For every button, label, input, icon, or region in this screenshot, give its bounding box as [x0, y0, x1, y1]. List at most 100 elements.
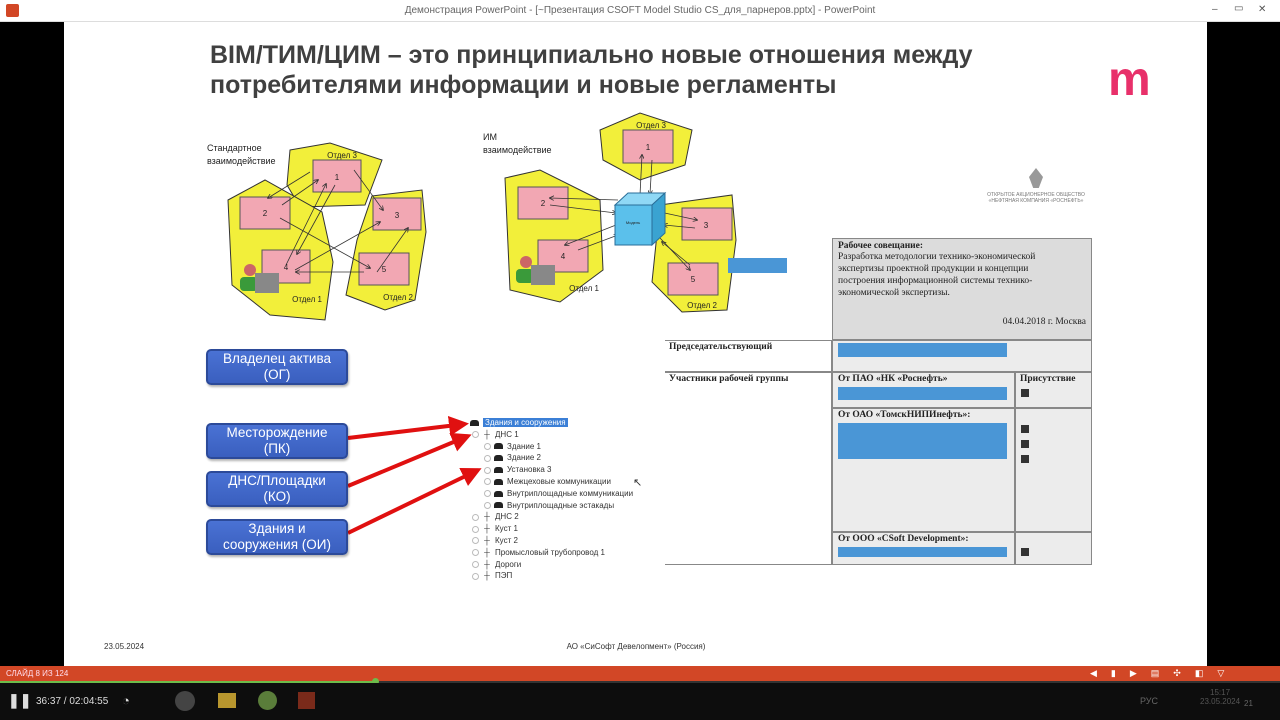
minimize-button[interactable]: – [1212, 4, 1218, 15]
tree-label: Промысловый трубопровод 1 [495, 547, 605, 557]
company-name: ОТКРЫТОЕ АКЦИОНЕРНОЕ ОБЩЕСТВО [987, 192, 1085, 198]
box-text: (ПК) [263, 441, 291, 456]
presence-cell [1015, 532, 1092, 565]
node-icon: ┼ [484, 524, 490, 534]
tree-item[interactable]: Установка 3 [466, 464, 646, 476]
browser-icon[interactable] [175, 691, 195, 711]
title-line-1: BIM/ТИМ/ЦИМ – это принципиально новые от… [210, 41, 973, 69]
chair-label: Председательствующий [669, 342, 773, 352]
box-label: 3 [704, 221, 709, 230]
participant-cell: От ПАО «НК «Роснефть» [832, 372, 1015, 408]
chrome-icon[interactable] [258, 691, 277, 710]
participant-cell: От ООО «CSoft Development»: [832, 532, 1015, 565]
expand-icon[interactable] [484, 466, 491, 474]
dept-label: Отдел 2 [687, 301, 717, 310]
expand-icon[interactable] [472, 560, 479, 568]
collapse-icon[interactable] [472, 431, 479, 439]
meeting-document: Рабочее совещание: Разработка методологи… [665, 238, 1092, 565]
cube-label: Модель [626, 220, 640, 225]
building-icon [494, 443, 503, 450]
restore-button[interactable]: ▭ [1234, 3, 1244, 14]
box-label: 1 [335, 173, 340, 182]
box-label: 2 [263, 209, 268, 218]
field-box: Месторождение(ПК) [206, 423, 348, 459]
box-text: Здания и [248, 521, 306, 536]
tray-language[interactable]: РУС [1140, 696, 1159, 706]
tree-item[interactable]: ┼Куст 1 [466, 523, 646, 535]
expand-icon[interactable] [484, 490, 491, 498]
tree-label: ПЭП [495, 571, 513, 581]
tree-label: ДНС 1 [495, 429, 519, 439]
box-label: 2 [541, 199, 546, 208]
redacted-bar [838, 343, 1007, 357]
redacted-bar [728, 258, 787, 273]
tree-label: Здание 2 [507, 453, 541, 463]
expand-icon[interactable] [484, 442, 491, 450]
presence-label: Присутствие [1020, 374, 1076, 384]
meeting-cell: Рабочее совещание: Разработка методологи… [832, 238, 1092, 340]
node-icon: ┼ [484, 429, 490, 439]
tree-item[interactable]: Здания и сооружения [466, 417, 646, 429]
node-icon: ┼ [484, 559, 490, 569]
expand-icon[interactable] [484, 501, 491, 509]
label-line: Стандартное [207, 143, 262, 153]
box-label: 3 [395, 211, 400, 220]
tree-item[interactable]: Здание 1 [466, 441, 646, 453]
video-progress-handle[interactable] [372, 678, 380, 685]
building-icon [494, 467, 503, 474]
mouse-cursor-icon: ↖ [633, 477, 643, 489]
dept-label: Отдел 1 [292, 295, 322, 304]
tree-label: Дороги [495, 559, 522, 569]
tree-item[interactable]: Межцеховые коммуникации [466, 476, 646, 488]
model-cube-icon [613, 191, 667, 247]
tree-item[interactable]: ┼ПЭП [466, 570, 646, 582]
participants-label: Участники рабочей группы [669, 374, 789, 384]
tree-item[interactable]: ┼ Дороги [466, 559, 646, 571]
notification-count[interactable]: 21 [1244, 699, 1253, 708]
folder-icon[interactable] [218, 693, 236, 708]
expand-icon[interactable] [484, 454, 491, 462]
building-icon [494, 490, 503, 497]
powerpoint-icon [6, 4, 19, 17]
label-line: взаимодействие [483, 145, 552, 155]
expand-icon[interactable] [472, 525, 479, 533]
tree-item[interactable]: ┼ДНС 2 [466, 511, 646, 523]
participant-cell: От ОАО «ТомскНИПИнефть»: [832, 408, 1015, 532]
slide-title: BIM/ТИМ/ЦИМ – это принципиально новые от… [210, 40, 1090, 100]
tree-item[interactable]: ┼ ДНС 1 [466, 429, 646, 441]
expand-icon[interactable] [472, 549, 479, 557]
dept-label: Отдел 3 [636, 121, 666, 130]
expand-icon[interactable] [484, 478, 491, 486]
checkbox-icon [1021, 455, 1029, 463]
tree-label: Внутриплощадные эстакады [507, 500, 615, 510]
tree-label: Межцеховые коммуникации [507, 476, 611, 486]
powerpoint-taskbar-icon[interactable] [298, 692, 315, 709]
expand-icon[interactable] [472, 537, 479, 545]
speed-icon[interactable]: ◔ [122, 693, 130, 708]
participant-org: От ОАО «ТомскНИПИнефть»: [838, 410, 971, 420]
checkbox-icon [1021, 389, 1029, 397]
checkbox-icon [1021, 425, 1029, 433]
expand-icon[interactable] [472, 572, 479, 580]
pause-icon[interactable]: ❚❚ [8, 692, 32, 708]
title-line-2: потребителями информации и новые регламе… [210, 71, 837, 99]
meeting-text: Разработка методологии технико-экономиче… [838, 252, 1036, 298]
tree-item[interactable]: ┼Куст 2 [466, 535, 646, 547]
slideshow-controls[interactable]: ◀▮▶▤✣◧▽ [1090, 668, 1239, 678]
participant-org: От ПАО «НК «Роснефть» [838, 374, 948, 384]
video-progress-track[interactable] [0, 681, 1280, 683]
title-bar: Демонстрация PowerPoint - [~Презентация … [0, 0, 1280, 22]
tree-item[interactable]: Внутриплощадные коммуникации [466, 488, 646, 500]
tree-item[interactable]: Внутриплощадные эстакады [466, 500, 646, 512]
tree-item[interactable]: ┼Промысловый трубопровод 1 [466, 547, 646, 559]
close-button[interactable]: ✕ [1258, 4, 1267, 15]
video-time: 36:37 / 02:04:55 [36, 696, 109, 707]
tree-item[interactable]: Здание 2 [466, 452, 646, 464]
standard-interaction-label: Стандартное взаимодействие [207, 142, 276, 168]
label-line: взаимодействие [207, 156, 276, 166]
expand-icon[interactable] [472, 513, 479, 521]
